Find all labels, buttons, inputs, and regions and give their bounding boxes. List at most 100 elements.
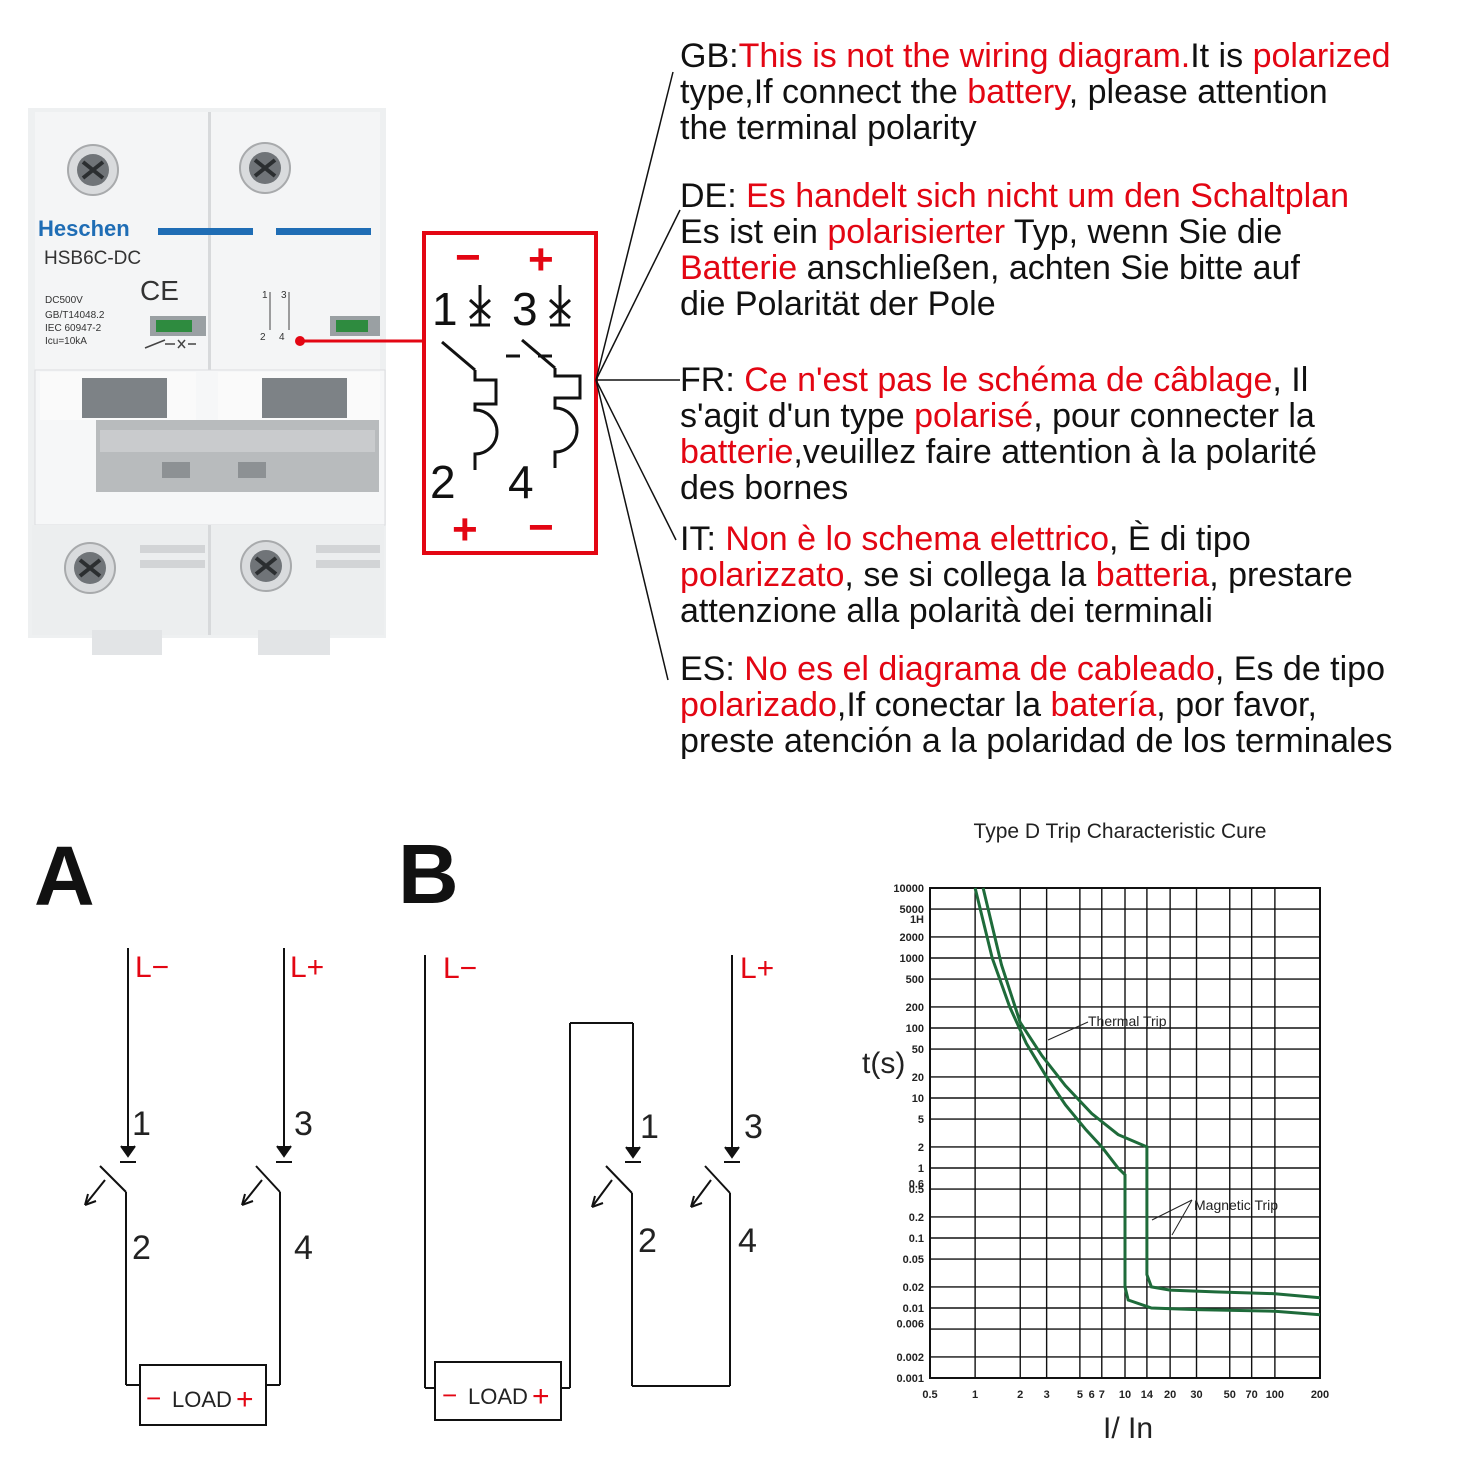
note-text: , se si collega la (844, 556, 1096, 594)
terminal-label: 1 (132, 1105, 151, 1143)
note-text: , Il (1272, 361, 1309, 399)
terminal-label: 3 (294, 1105, 313, 1143)
note-text: GB: (680, 37, 739, 75)
note-line: Es ist ein polarisierter Typ, wenn Sie d… (680, 214, 1349, 250)
y-tick-label: 50 (912, 1044, 924, 1056)
highlight-text: batterie (680, 433, 794, 471)
highlight-text: Non è lo schema elettrico (725, 520, 1109, 558)
load-plus: + (236, 1383, 254, 1416)
note-es: ES: No es el diagrama de cableado, Es de… (680, 651, 1393, 759)
diagram-letter: A (34, 829, 95, 923)
wiring-diagram-b: B L− L+ 1 2 3 4 (398, 827, 774, 1421)
note-text: , prestare (1209, 556, 1353, 594)
note-line: type,If connect the battery, please atte… (680, 74, 1391, 110)
leader-lines (595, 71, 681, 681)
y-tick-label: 10000 (893, 883, 924, 895)
highlight-text: This is not the wiring diagram. (738, 37, 1191, 75)
note-text: preste atención a la polaridad de los te… (680, 722, 1393, 760)
note-line: GB:This is not the wiring diagram.It is … (680, 38, 1391, 74)
note-text: attenzione alla polarità dei terminali (680, 592, 1213, 630)
thermal-trip-label: Thermal Trip (1088, 1013, 1167, 1029)
chart-grid (929, 887, 1321, 1379)
spec-item: IEC 60947-2 (45, 323, 102, 334)
load-minus: − (146, 1383, 161, 1413)
spec-item: DC500V (45, 295, 83, 306)
terminal-label: 1 (640, 1108, 659, 1146)
note-line: IT: Non è lo schema elettrico, È di tipo (680, 521, 1353, 557)
note-text: die Polarität der Pole (680, 285, 996, 323)
note-text: the terminal polarity (680, 109, 977, 147)
spec-item: Icu=10kA (45, 336, 87, 347)
right-terminal-label: L+ (290, 951, 324, 984)
polarity-sign: + (528, 235, 554, 284)
highlight-text: polarisé (914, 397, 1034, 435)
chart-title: Type D Trip Characteristic Cure (974, 820, 1267, 843)
highlight-text: batería (1050, 686, 1157, 724)
note-text: , pour connecter la (1033, 397, 1315, 435)
note-line: batterie,veuillez faire attention à la p… (680, 434, 1317, 470)
note-line: DE: Es handelt sich nicht um den Schaltp… (680, 178, 1349, 214)
trip-curve-chart: Type D Trip Characteristic Cure t(s) I/ … (862, 820, 1329, 1445)
y-tick-label: 2000 (900, 932, 924, 944)
note-it: IT: Non è lo schema elettrico, È di tipo… (680, 521, 1353, 629)
load-minus: − (442, 1380, 457, 1410)
x-tick-label: 200 (1311, 1389, 1329, 1401)
x-tick-label: 50 (1224, 1389, 1236, 1401)
x-axis-label: I/ In (1103, 1412, 1153, 1445)
breaker-symbol (441, 285, 582, 470)
note-line: die Polarität der Pole (680, 286, 1349, 322)
highlight-text: polarized (1252, 37, 1391, 75)
y-tick-label: 2 (918, 1142, 924, 1154)
model-label: HSB6C-DC (44, 248, 141, 269)
highlight-text: polarizado (680, 686, 837, 724)
y-tick-label: 1H (910, 914, 924, 926)
annotation-leader (1171, 1199, 1193, 1236)
note-line: polarizado,If conectar la batería, por f… (680, 687, 1393, 723)
x-tick-label: 14 (1141, 1389, 1154, 1401)
left-terminal-label: L− (443, 952, 477, 985)
left-terminal-label: L− (135, 951, 169, 984)
y-tick-label: 0.001 (896, 1373, 924, 1385)
load-label: LOAD (172, 1387, 232, 1412)
note-text: It is (1190, 37, 1253, 75)
note-text: , please attention (1068, 73, 1328, 111)
right-terminal-label: L+ (740, 952, 774, 985)
highlight-text: Ce n'est pas le schéma de câblage (744, 361, 1273, 399)
brand-label: Heschen (38, 216, 130, 241)
x-tick-label: 6 (1089, 1389, 1095, 1401)
polarity-sign: − (528, 503, 554, 552)
x-tick-label: 2 (1017, 1389, 1023, 1401)
y-tick-label: 0.02 (903, 1282, 924, 1294)
x-tick-label: 5 (1077, 1389, 1083, 1401)
y-tick-label: 0.006 (896, 1319, 924, 1331)
polarity-sign: + (452, 505, 478, 554)
x-tick-label: 3 (1044, 1389, 1050, 1401)
magnetic-trip-label: Magnetic Trip (1194, 1197, 1278, 1213)
note-text: s'agit d'un type (680, 397, 915, 435)
note-text: , Es de tipo (1214, 650, 1385, 688)
note-text: ,If conectar la (836, 686, 1051, 724)
x-tick-label: 10 (1119, 1389, 1131, 1401)
highlight-text: No es el diagrama de cableado (744, 650, 1215, 688)
note-line: des bornes (680, 470, 1317, 506)
terminal-label: 1 (432, 283, 458, 335)
highlight-text: battery (967, 73, 1069, 111)
y-tick-label: 20 (912, 1072, 924, 1084)
x-tick-label: 0.5 (922, 1389, 937, 1401)
y-tick-label: 0.2 (909, 1212, 924, 1224)
y-tick-label: 10 (912, 1093, 924, 1105)
breaker-illustration: Heschen HSB6C-DC CE DC500V GB/T14048.2 I… (28, 71, 681, 681)
highlight-text: polarisierter (827, 213, 1006, 251)
pointer-dot (295, 336, 305, 346)
note-text: IT: (680, 520, 726, 558)
terminal-label: 4 (294, 1229, 313, 1267)
highlight-text: polarizzato (680, 556, 845, 594)
spec-item: GB/T14048.2 (45, 310, 105, 321)
trip-curve-1 (973, 887, 1321, 1317)
svg-text:4: 4 (279, 332, 285, 343)
y-tick-label: 0.01 (903, 1303, 924, 1315)
load-label: LOAD (468, 1384, 528, 1409)
note-line: FR: Ce n'est pas le schéma de câblage, I… (680, 362, 1317, 398)
note-line: preste atención a la polaridad de los te… (680, 723, 1393, 759)
